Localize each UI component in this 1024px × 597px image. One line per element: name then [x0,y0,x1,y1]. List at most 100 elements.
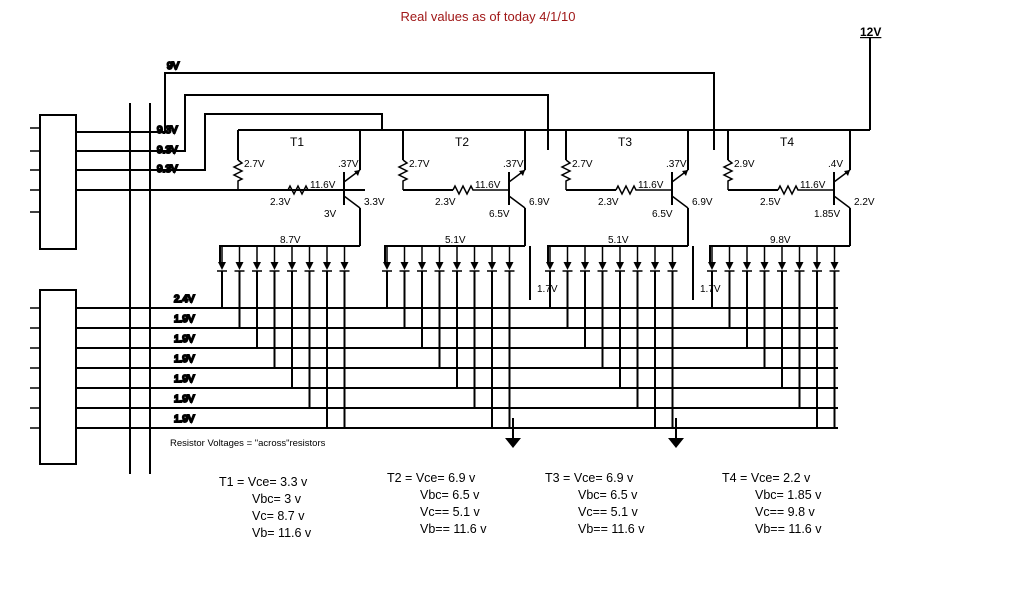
emitter-arrow-icon [354,170,360,176]
led-icon [504,246,515,428]
ground-symbols [505,418,684,448]
vce-voltage: 2.2V [854,197,875,208]
vbc-voltage: 6.5V [489,209,510,220]
led-icon [667,246,678,428]
led-icon [339,246,350,428]
emitter-arrow-icon [844,170,850,176]
summary-line: T2 = Vce= 6.9 v [387,471,476,485]
led-icon [382,246,392,308]
transistor-label: T3 [618,135,632,149]
led-icon [812,246,822,428]
lower-input-wiring: 2.4V 1.9V 1.9V 1.9V 1.9V 1.9V 1.9V 9V 9.3V 9.3V 9.… [76,60,838,429]
emitter-voltage: .37V [503,159,524,170]
emitter-voltage: .4V [828,159,843,170]
led-icon [399,246,410,328]
led-icon [434,246,445,368]
bus-bars [129,103,151,474]
vbc-voltage: 1.85V [814,209,840,220]
resistor-voltage-bottom: 2.5V [760,197,781,208]
base-voltage: 11.6V [800,180,826,191]
vbc-voltage: 3V [324,209,337,220]
summary-line: Vb== 11.6 v [420,522,487,536]
summary-line: Vc== 5.1 v [420,505,481,519]
led-icon [562,246,573,328]
lower-input-voltage: 1.9V [174,314,195,325]
led-icon [217,246,227,308]
led-icon [252,246,262,348]
collector-voltage: 5.1V [608,235,629,246]
lower-input-voltage: 1.9V [174,334,195,345]
schematic-title: Real values as of today 4/1/10 [401,9,576,24]
led-icon [269,246,280,368]
lower-input-voltage: 1.9V [174,394,195,405]
base-voltage: 11.6V [638,180,664,191]
led-icon [469,246,480,408]
summary-line: Vbc= 1.85 v [755,488,822,502]
resistor [232,159,244,190]
lower-input-voltage: 2.4V [174,294,195,305]
resistor [722,159,734,190]
led-icon [304,246,315,408]
summary-line: T4 = Vce= 2.2 v [722,471,811,485]
resistor-voltage-bottom: 2.3V [270,197,291,208]
led-icon [724,246,735,328]
upper-input-voltage: 9.3V [157,145,178,156]
lower-input-voltage: 1.9V [174,414,195,425]
led-icon [322,246,332,428]
ground-icon [668,438,684,448]
led-icon [777,246,787,388]
led-icon [545,246,555,308]
lower-input-voltage: 1.9V [174,374,195,385]
emitter-voltage: .37V [338,159,359,170]
lower-input-voltage: 1.9V [174,354,195,365]
vce-voltage: 6.9V [529,197,550,208]
resistor [777,184,834,196]
ground-line-voltage: 1.7V [537,284,558,295]
resistor-voltage-top: 2.9V [734,159,755,170]
base-voltage: 11.6V [310,180,336,191]
collector-voltage: 5.1V [445,235,466,246]
lower-connector [39,289,77,465]
upper-input-voltage: 9.3V [157,164,178,175]
connector-pins [30,127,40,429]
base-voltage: 11.6V [475,180,501,191]
collector-voltage: 8.7V [280,235,301,246]
emitter-arrow-icon [519,170,525,176]
resistor-voltage-top: 2.7V [409,159,430,170]
summary-line: Vbc= 6.5 v [420,488,480,502]
collector-voltage: 9.8V [770,235,791,246]
resistor [287,184,344,196]
led-icon [707,246,717,308]
led-icon [615,246,625,388]
resistor [397,159,409,190]
led-icon [742,246,752,348]
vce-voltage: 6.9V [692,197,713,208]
summary-line: Vb== 11.6 v [578,522,645,536]
summary-line: T1 = Vce= 3.3 v [219,475,308,489]
resistor-voltage-top: 2.7V [244,159,265,170]
ground-line-voltage: 1.7V [700,284,721,295]
ground-icon [505,438,521,448]
upper-input-wiring [76,72,715,191]
led-icon [829,246,840,428]
led-icon [487,246,497,428]
led-icon [597,246,608,368]
summary-line: Vc= 8.7 v [252,509,305,523]
summary-line: Vb= 11.6 v [252,526,312,540]
led-icon [759,246,770,368]
summary-line: Vc== 5.1 v [578,505,639,519]
upper-input-voltage: 9.3V [157,125,178,136]
resistor-note: Resistor Voltages = "across"resistors [170,438,326,449]
emitter-arrow-icon [682,170,688,176]
upper-input-voltage: 9V [167,61,180,72]
resistor [452,184,509,196]
transistor-stages: T12.7V11.6V2.3V.37V3.3V3V8.7VT22.7V11.6V… [217,130,875,428]
